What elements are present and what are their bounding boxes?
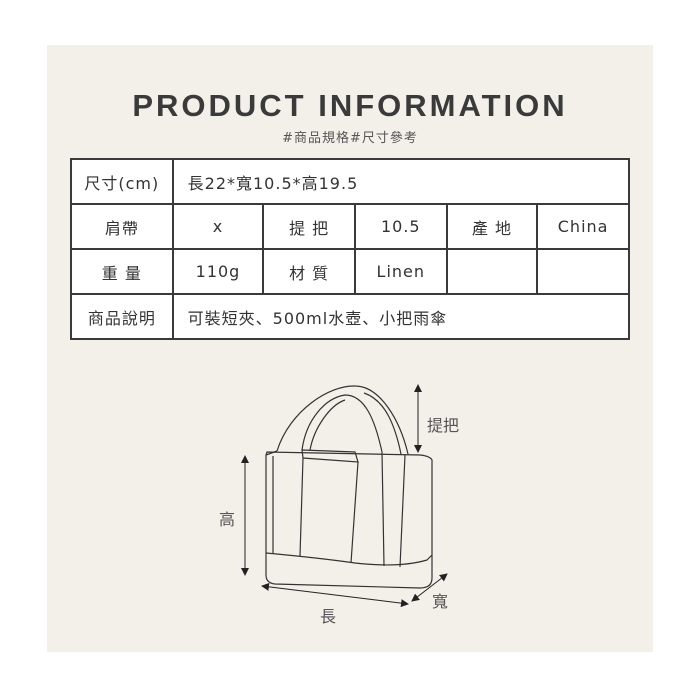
- table-row: 商品說明 可裝短夾、500ml水壺、小把雨傘: [70, 293, 631, 340]
- bag-outline-icon: [265, 385, 433, 589]
- page-subtitle: #商品規格#尺寸參考: [282, 131, 418, 146]
- origin-value: China: [536, 203, 630, 250]
- desc-label: 商品說明: [70, 293, 174, 340]
- empty-cell: [536, 248, 630, 295]
- spec-table: 尺寸(cm) 長22*寬10.5*高19.5 肩帶 x 提 把 10.5 產 地…: [70, 158, 631, 340]
- handle-value: 10.5: [353, 203, 448, 250]
- width-label: 寬: [432, 592, 449, 611]
- table-row: 重 量 110g 材 質 Linen: [70, 248, 630, 295]
- empty-cell: [445, 248, 539, 295]
- weight-label: 重 量: [70, 248, 174, 295]
- page-title: PRODUCT INFORMATION: [132, 88, 568, 123]
- width-dimension-arrow: [411, 573, 448, 602]
- length-label: 長: [320, 607, 337, 626]
- table-row: 尺寸(cm) 長22*寬10.5*高19.5: [70, 158, 631, 205]
- weight-value: 110g: [171, 248, 265, 295]
- length-dimension-arrow: [261, 582, 409, 608]
- background-panel: [47, 45, 653, 652]
- strap-value: x: [171, 203, 265, 250]
- desc-value: 可裝短夾、500ml水壺、小把雨傘: [171, 293, 631, 340]
- size-label: 尺寸(cm): [70, 158, 174, 205]
- material-label: 材 質: [262, 248, 356, 295]
- material-value: Linen: [353, 248, 448, 295]
- height-label: 高: [219, 510, 236, 529]
- origin-label: 產 地: [445, 203, 539, 250]
- handle-label: 提 把: [262, 203, 356, 250]
- size-value: 長22*寬10.5*高19.5: [171, 158, 631, 205]
- handle-label: 提把: [427, 416, 460, 435]
- strap-label: 肩帶: [70, 203, 174, 250]
- table-row: 肩帶 x 提 把 10.5 產 地 China: [70, 203, 630, 250]
